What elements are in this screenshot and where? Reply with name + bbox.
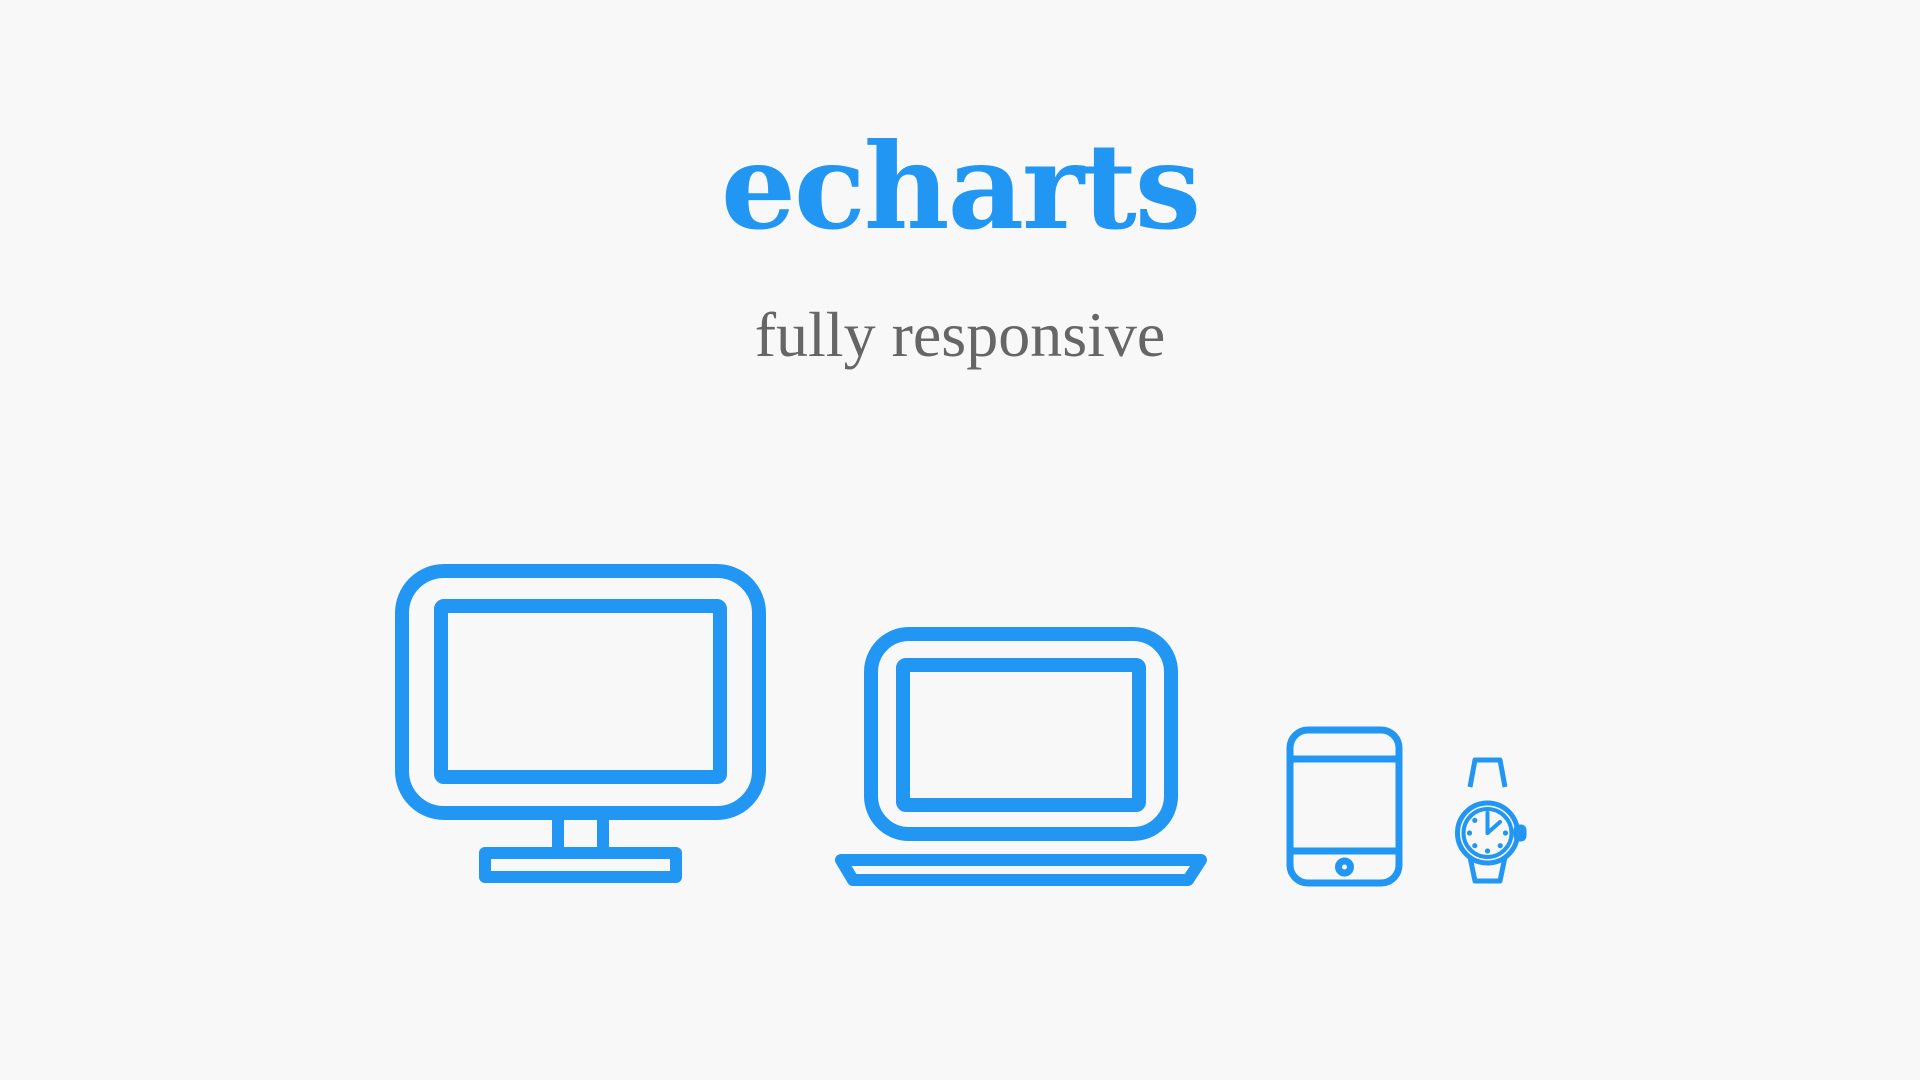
tagline: fully responsive <box>754 299 1166 370</box>
brand-title: echarts <box>720 117 1201 256</box>
laptop-icon <box>835 627 1207 886</box>
smartwatch-icon <box>1455 757 1527 884</box>
tablet-icon <box>1286 726 1403 887</box>
desktop-monitor-icon <box>395 564 766 883</box>
